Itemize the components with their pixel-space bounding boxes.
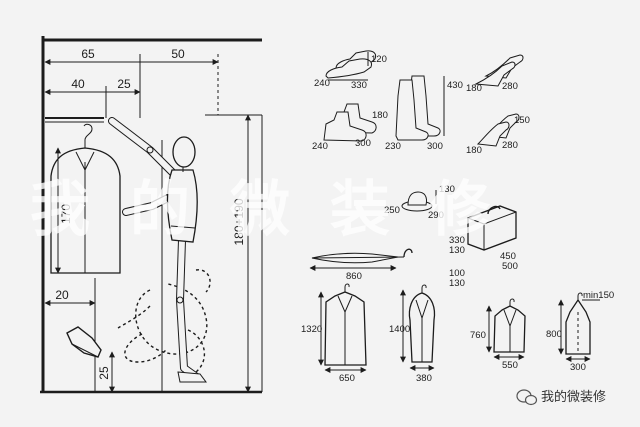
crouch-leg <box>124 333 167 363</box>
person-knee-joint <box>176 296 184 304</box>
suitcase-width: 500 <box>502 261 518 272</box>
coat: 1320 650 <box>301 283 367 384</box>
ankle-shoes: 180 240 300 <box>312 103 388 152</box>
dim-label-40: 40 <box>71 77 85 91</box>
suitcase-foot-a: 100 <box>449 268 465 279</box>
oxford-height: 120 <box>371 54 387 65</box>
oxford-shoes: 120 240 330 <box>314 50 387 91</box>
umbrella: 860 <box>309 248 413 282</box>
garment-collar <box>75 151 95 172</box>
suitcase-inner: 450 <box>500 251 516 262</box>
coat-hook <box>344 283 350 292</box>
person-torso <box>166 169 198 243</box>
hat-length: 290 <box>428 210 444 221</box>
heels-bottom: 150 180 280 <box>466 113 530 156</box>
boots: 430 230 300 <box>385 75 463 152</box>
jacket-hook <box>421 284 427 293</box>
wardrobe-section: 65 50 40 25 170 20 25 180+190 <box>40 36 263 394</box>
watermark-text: 我的微装修 <box>30 175 530 245</box>
ankle-shoe-front <box>323 111 367 142</box>
garment-bag-width: 300 <box>570 362 586 373</box>
ankle-height: 180 <box>372 110 388 121</box>
hat-width: 250 <box>384 205 400 216</box>
ankle-length: 300 <box>355 138 371 149</box>
crouching-figure-dashed <box>117 269 211 373</box>
heels-top: 180 280 <box>466 54 524 94</box>
suitcase-foot-b: 130 <box>449 278 465 289</box>
person-foot <box>177 371 207 383</box>
floor-shoe <box>66 326 102 358</box>
crouch-head <box>195 269 211 293</box>
person-arm-raised-fill <box>109 118 181 181</box>
heels-bottom-length: 280 <box>502 140 518 151</box>
jacket: 1400 380 <box>389 284 436 384</box>
dim-label-170: 170 <box>59 204 73 224</box>
hat-height: 130 <box>439 184 455 195</box>
suit-hook <box>509 298 515 306</box>
dim-label-50: 50 <box>171 47 185 61</box>
oxford-shoe-front <box>325 58 372 79</box>
dim-label-reach-height: 180+190 <box>232 198 246 245</box>
suitcase-depth: 130 <box>449 245 465 256</box>
boot-back <box>407 75 441 137</box>
heels-top-length: 280 <box>502 81 518 92</box>
coat-height: 1320 <box>301 324 322 335</box>
oxford-length: 330 <box>351 80 367 91</box>
person-leg-fill <box>177 237 201 381</box>
jacket-width: 380 <box>416 373 432 384</box>
standing-person <box>108 117 207 383</box>
coat-width: 650 <box>339 373 355 384</box>
umbrella-shaft <box>311 256 405 259</box>
garment-bag-hook <box>577 292 583 300</box>
floor-shoe-sole <box>71 343 99 358</box>
boot-front <box>395 79 429 141</box>
wechat-icon <box>516 389 538 406</box>
suitcase-height: 330 <box>449 235 465 246</box>
dim-label-25-top: 25 <box>117 77 131 91</box>
crouch-arm <box>187 329 206 373</box>
garment-bag-clearance: min150 <box>583 290 614 301</box>
heels-bottom-width: 180 <box>466 145 482 156</box>
crouch-reach <box>117 305 151 329</box>
crouch-body <box>135 283 208 355</box>
umbrella-length: 860 <box>346 271 362 282</box>
suit-height: 760 <box>470 330 486 341</box>
person-head <box>172 136 196 168</box>
hat: 130 250 290 <box>384 184 455 221</box>
suitcase-edge <box>467 211 517 250</box>
logo-text: 我的微装修 <box>541 389 606 405</box>
garment-bag: min150 800 300 <box>546 290 614 373</box>
dim-label-65: 65 <box>81 47 95 61</box>
garment-bag-height: 800 <box>546 329 562 340</box>
heel-top-front <box>474 61 516 87</box>
brand-logo: 我的微装修 <box>516 389 606 406</box>
suit: 760 550 <box>470 298 526 371</box>
dim-label-25-bottom: 25 <box>97 366 111 380</box>
suitcase-handle <box>487 205 501 215</box>
suit-width: 550 <box>502 360 518 371</box>
oxford-width: 240 <box>314 78 330 89</box>
ankle-width: 240 <box>312 141 328 152</box>
umbrella-hook <box>403 248 413 258</box>
hanger-hook <box>83 123 93 148</box>
jacket-lapel <box>415 299 429 362</box>
heels-bottom-height: 150 <box>514 115 530 126</box>
heel-bottom-front <box>476 121 510 147</box>
suit-lapel <box>503 309 517 352</box>
person-waist <box>170 225 196 229</box>
dim-label-20: 20 <box>55 288 69 302</box>
items-section: 120 240 330 180 240 300 430 230 300 180 <box>301 50 614 384</box>
jacket-height: 1400 <box>389 324 410 335</box>
boot-width: 230 <box>385 141 401 152</box>
hat-crown <box>407 191 427 206</box>
suitcase: 330 130 450 500 100 130 <box>449 205 518 289</box>
heels-top-width: 180 <box>466 83 482 94</box>
person-elbow-joint <box>146 146 154 154</box>
boot-length: 300 <box>427 141 443 152</box>
boot-height: 430 <box>447 80 463 91</box>
